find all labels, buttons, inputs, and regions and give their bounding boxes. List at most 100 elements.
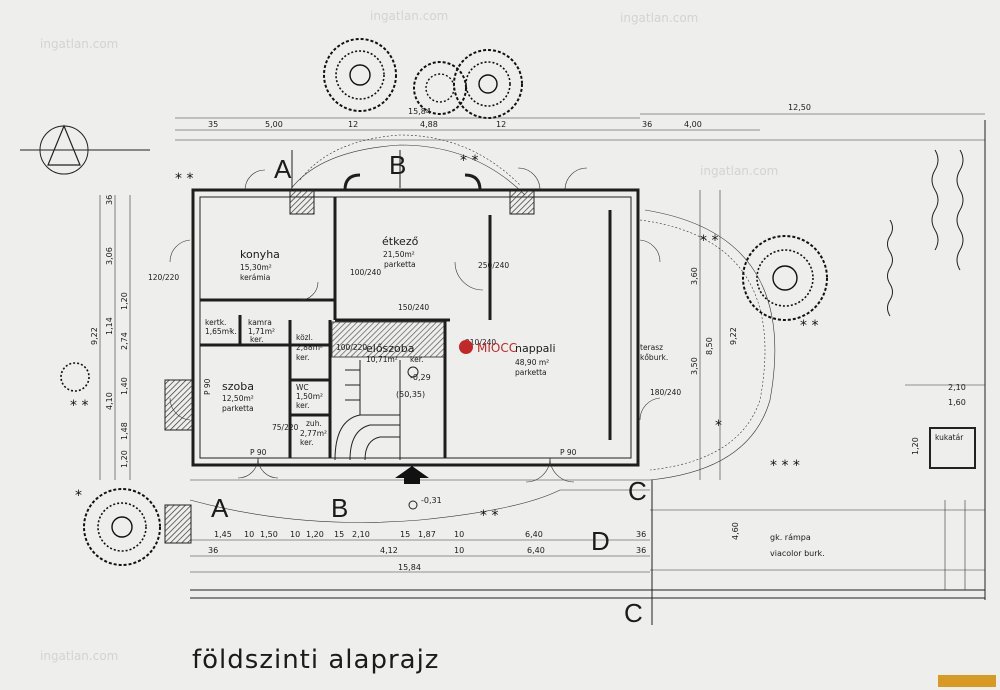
opening-labels: P 90 P 90 P 90 100/240 250/240 120/220 1… — [148, 261, 681, 457]
section-markers: A A B B C C D — [211, 150, 653, 628]
room-wc-name: WC — [296, 383, 309, 392]
room-wc-area: 1,50m² — [296, 392, 323, 401]
ground-cover-marks: * * * * * * * * * * * * * * * * * — [70, 153, 818, 524]
dim-b1-3: 10 — [290, 530, 300, 539]
svg-text:* *: * * — [700, 233, 718, 249]
dim-top-3: 4,88 — [420, 120, 438, 129]
drawing-title: földszinti alaprajz — [192, 645, 439, 675]
watermark-badge — [938, 675, 996, 687]
dims-right: 2,10 1,60 1,20 8,50 9,22 3,60 3,50 4,60 — [690, 267, 966, 540]
room-corridor-floor: ker. — [296, 353, 309, 362]
dim-left-3: 1,14 — [105, 317, 114, 335]
dim-top-4: 12 — [496, 120, 506, 129]
entrance-arrow-icon — [395, 466, 429, 484]
agency-logo: MIOCC — [459, 340, 517, 355]
room-pantry-area: 1,71m² — [248, 327, 275, 336]
dim-top-7: 15,84 — [408, 107, 431, 116]
room-living-floor: parketta — [515, 368, 547, 377]
dim-b1-5: 15 — [334, 530, 344, 539]
door-label-7: 75/220 — [272, 423, 299, 432]
shrub-icon — [60, 362, 90, 392]
dim-top-8: 12,50 — [788, 103, 811, 112]
north-arrow-icon — [20, 124, 150, 175]
level-marks: -0,31 -0,29 (50,35) — [396, 366, 442, 510]
dim-left-4: 2,74 — [120, 332, 129, 350]
dim-right-5: 3,60 — [690, 267, 699, 285]
watermarks: ingatlan.com ingatlan.com ingatlan.com i… — [40, 9, 778, 663]
svg-text:* * *: * * * — [770, 458, 800, 474]
tree-icon — [453, 49, 523, 119]
section-b-bottom: B — [331, 493, 348, 523]
room-dining-area: 21,50m² — [383, 250, 415, 259]
dim-b2-4: 36 — [636, 546, 646, 555]
room-hall-name: előszoba — [366, 342, 415, 355]
dim-b1-4: 1,20 — [306, 530, 324, 539]
room-shower-area: 2,77m² — [300, 429, 327, 438]
tree-icons — [60, 38, 964, 566]
dims-top: 35 5,00 12 4,88 12 36 4,00 15,84 12,50 — [208, 103, 811, 129]
dim-b2-3: 6,40 — [527, 546, 545, 555]
room-terrace-floor: kőburk. — [640, 353, 668, 362]
tree-icon — [742, 235, 828, 321]
room-garden-area: 1,65m² — [205, 327, 232, 336]
dims-bottom: 1,45 10 1,50 10 1,20 15 2,10 15 1,87 10 … — [208, 530, 646, 572]
dim-b1-10: 6,40 — [525, 530, 543, 539]
site-lines — [175, 120, 986, 600]
dim-b2-0: 36 — [208, 546, 218, 555]
room-bedroom-floor: parketta — [222, 404, 254, 413]
watermark-2: ingatlan.com — [40, 37, 118, 51]
dim-right-1: 1,60 — [948, 398, 966, 407]
room-corridor-name: közl. — [296, 333, 313, 342]
shrub-row-icon — [887, 149, 964, 317]
room-bedroom-name: szoba — [222, 380, 254, 393]
dim-left-7: 1,48 — [120, 422, 129, 440]
room-dining-name: étkező — [382, 235, 419, 248]
section-a-top: A — [274, 154, 292, 184]
watermark-1: ingatlan.com — [370, 9, 448, 23]
agency-logo-text: MIOCC — [477, 341, 517, 355]
dim-right-4: 9,22 — [729, 327, 738, 345]
room-kitchen-area: 15,30m² — [240, 263, 272, 272]
dim-left-0: 36 — [105, 195, 114, 205]
room-dining-floor: parketta — [384, 260, 416, 269]
dim-right-3: 8,50 — [705, 337, 714, 355]
room-kitchen-name: konyha — [240, 248, 280, 261]
room-bedroom-area: 12,50m² — [222, 394, 254, 403]
svg-text:* *: * * — [70, 398, 88, 414]
door-label-9: 210/240 — [465, 338, 496, 347]
dim-right-0: 2,10 — [948, 383, 966, 392]
room-terrace-name: terasz — [640, 343, 663, 352]
dim-top-2: 12 — [348, 120, 358, 129]
dim-left-8: 1,20 — [120, 450, 129, 468]
room-living-area: 48,90 m² — [515, 358, 549, 367]
dim-b1-7: 15 — [400, 530, 410, 539]
room-hall-area: 10,71m² — [366, 355, 398, 364]
dim-b2-1: 4,12 — [380, 546, 398, 555]
door-label-2: P 90 — [203, 378, 212, 395]
dim-left-9: 9,22 — [90, 327, 99, 345]
ramp-notes: gk. rámpa viacolor burk. kukatár — [770, 433, 964, 558]
dim-top-0: 35 — [208, 120, 218, 129]
door-label-8: 100/220 — [336, 343, 367, 352]
chimney-label: kukatár — [935, 433, 964, 442]
dim-top-1: 5,00 — [265, 120, 283, 129]
dim-b1-11: 36 — [636, 530, 646, 539]
dim-b1-6: 2,10 — [352, 530, 370, 539]
svg-text:* *: * * — [480, 508, 498, 524]
door-label-5: 120/220 — [148, 273, 179, 282]
section-d: D — [591, 526, 610, 556]
door-swings — [169, 167, 661, 483]
dim-b2-2: 10 — [454, 546, 464, 555]
section-b-top: B — [389, 150, 406, 180]
tree-icon — [83, 488, 161, 566]
watermark-4: ingatlan.com — [700, 164, 778, 178]
dim-top-6: 4,00 — [684, 120, 702, 129]
svg-text:*: * — [715, 418, 722, 434]
dim-b1-9: 10 — [454, 530, 464, 539]
room-shower-floor: ker. — [300, 438, 313, 447]
watermark-5: ingatlan.com — [40, 649, 118, 663]
room-pantry-name: kamra — [248, 318, 272, 327]
door-label-4: 250/240 — [478, 261, 509, 270]
tree-icon — [323, 38, 397, 112]
room-shower-name: zuh. — [306, 419, 322, 428]
